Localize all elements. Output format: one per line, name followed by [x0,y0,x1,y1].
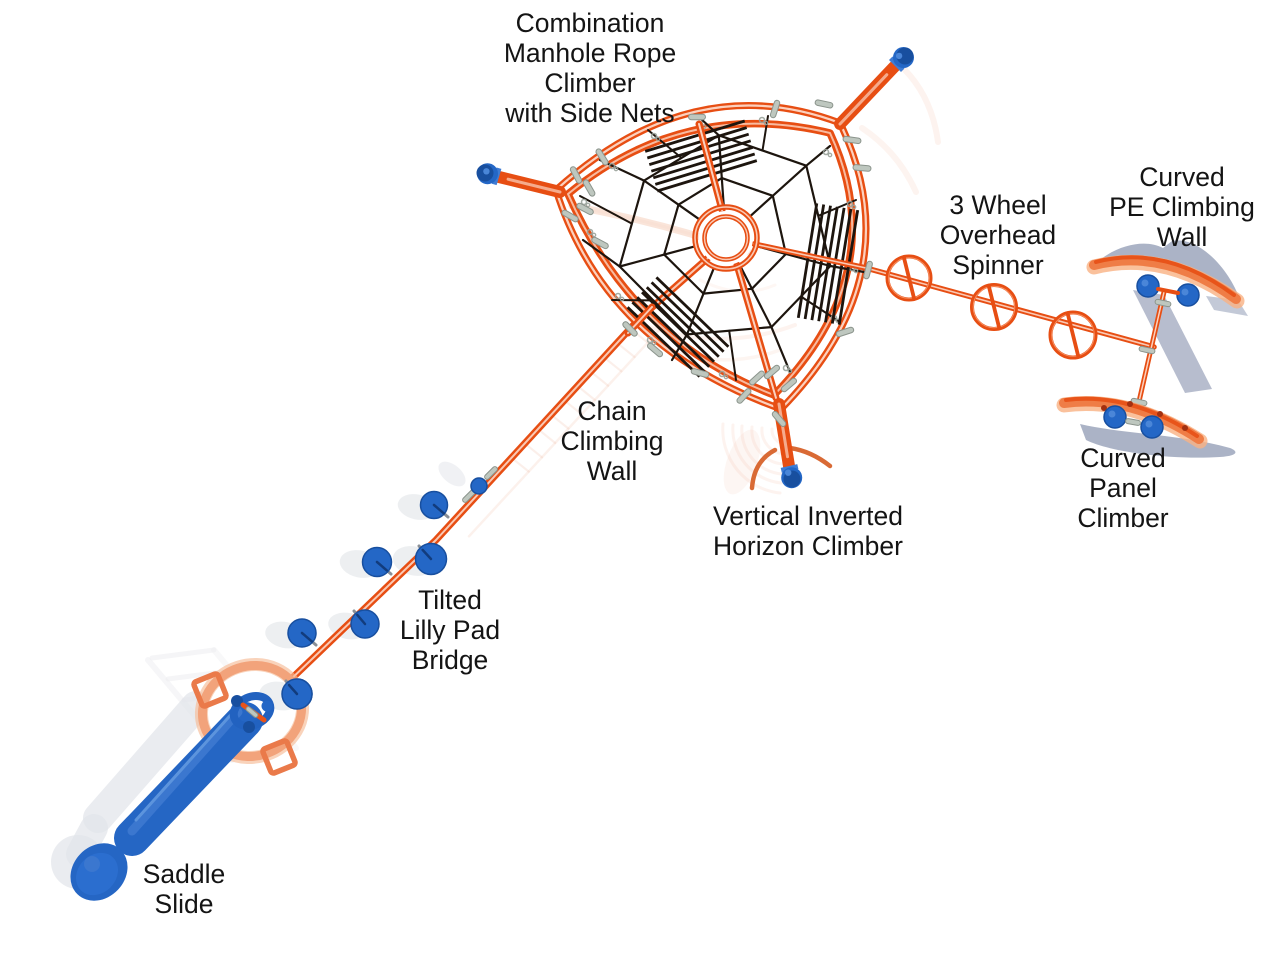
svg-text:Bridge: Bridge [412,645,489,675]
svg-text:Climber: Climber [1077,503,1168,533]
svg-text:Tilted: Tilted [418,585,482,615]
svg-text:Curved: Curved [1139,162,1224,192]
svg-text:Chain: Chain [577,396,646,426]
svg-text:with Side Nets: with Side Nets [504,98,674,128]
svg-text:3 Wheel: 3 Wheel [949,190,1046,220]
svg-text:Saddle: Saddle [143,859,226,889]
svg-text:PE Climbing: PE Climbing [1109,192,1255,222]
svg-text:Slide: Slide [155,889,214,919]
svg-text:Spinner: Spinner [952,250,1044,280]
svg-text:Climber: Climber [544,68,635,98]
svg-text:Vertical Inverted: Vertical Inverted [713,501,903,531]
svg-text:Curved: Curved [1080,443,1165,473]
svg-text:Wall: Wall [587,456,638,486]
svg-text:Overhead: Overhead [940,220,1056,250]
svg-text:Combination: Combination [516,8,665,38]
svg-text:Climbing: Climbing [560,426,663,456]
svg-text:Horizon Climber: Horizon Climber [713,531,903,561]
svg-text:Panel: Panel [1089,473,1157,503]
svg-text:Lilly Pad: Lilly Pad [400,615,500,645]
svg-text:Wall: Wall [1157,222,1208,252]
svg-text:Manhole Rope: Manhole Rope [504,38,676,68]
